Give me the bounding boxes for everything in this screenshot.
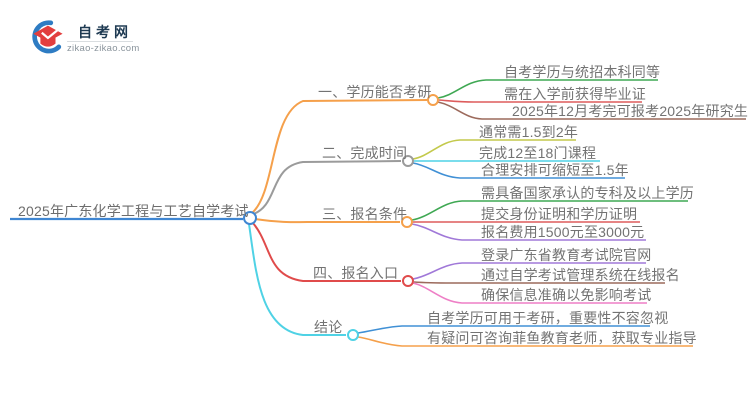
- leaf-line: [411, 223, 646, 241]
- branch-topic-conclusion[interactable]: 结论: [314, 319, 343, 335]
- branch-line: [254, 218, 400, 224]
- leaf-line: [357, 325, 650, 334]
- leaf-line: [412, 282, 647, 304]
- branch-topic-2[interactable]: 二、完成时间: [322, 145, 408, 161]
- branch-line: [248, 223, 346, 336]
- root-node-handle[interactable]: [243, 211, 257, 225]
- leaf-line: [437, 79, 658, 99]
- site-name: 自考网: [78, 24, 132, 40]
- branch-node-handle[interactable]: [401, 216, 413, 228]
- leaf-topic[interactable]: 需具备国家承认的专科及以上学历: [481, 185, 694, 201]
- leaf-topic[interactable]: 通过自学考试管理系统在线报名: [481, 267, 680, 283]
- leaf-line: [413, 281, 665, 284]
- leaf-line: [412, 162, 625, 179]
- leaf-topic[interactable]: 确保信息准确以免影响考试: [481, 287, 652, 303]
- leaf-topic[interactable]: 提交身份证明和学历证明: [481, 206, 638, 222]
- leaf-line: [438, 99, 642, 103]
- leaf-line: [412, 139, 576, 160]
- site-logo[interactable]: 自考网 zikao-zikao.com: [28, 14, 178, 58]
- branch-node-handle[interactable]: [427, 94, 439, 106]
- leaf-topic[interactable]: 合理安排可缩短至1.5年: [481, 162, 629, 178]
- leaf-topic[interactable]: 自考学历可用于考研，重要性不容忽视: [427, 310, 669, 326]
- leaf-topic[interactable]: 2025年12月考完可报考2025年研究生: [512, 103, 749, 119]
- branch-line: [251, 221, 401, 282]
- branch-node-handle[interactable]: [402, 155, 414, 167]
- leaf-line: [412, 262, 646, 280]
- branch-node-handle[interactable]: [347, 329, 359, 341]
- leaf-topic[interactable]: 完成12至18门课程: [479, 145, 597, 161]
- site-url: zikao-zikao.com: [67, 43, 140, 54]
- branch-topic-3[interactable]: 三、报名条件: [322, 206, 408, 222]
- branch-line: [251, 99, 428, 214]
- graduation-cap-icon: [32, 20, 63, 54]
- leaf-topic[interactable]: 登录广东省教育考试院官网: [481, 247, 652, 263]
- leaf-topic[interactable]: 自考学历与统招本科同等: [504, 64, 661, 80]
- leaf-line: [411, 200, 688, 221]
- leaf-topic[interactable]: 报名费用1500元至3000元: [481, 224, 645, 240]
- leaf-topic[interactable]: 需在入学前获得毕业证: [504, 86, 646, 102]
- branch-node-handle[interactable]: [402, 275, 414, 287]
- branch-topic-1[interactable]: 一、学历能否考研: [318, 84, 432, 100]
- leaf-line: [437, 101, 746, 120]
- root-topic[interactable]: 2025年广东化学工程与工艺自学考试: [18, 203, 249, 219]
- branch-topic-4[interactable]: 四、报名入口: [313, 265, 399, 281]
- leaf-line: [357, 336, 693, 347]
- leaf-topic[interactable]: 有疑问可咨询菲鱼教育老师，获取专业指导: [427, 330, 697, 346]
- leaf-topic[interactable]: 通常需1.5到2年: [479, 124, 579, 140]
- branch-line: [250, 160, 402, 216]
- logo-divider: [67, 41, 133, 42]
